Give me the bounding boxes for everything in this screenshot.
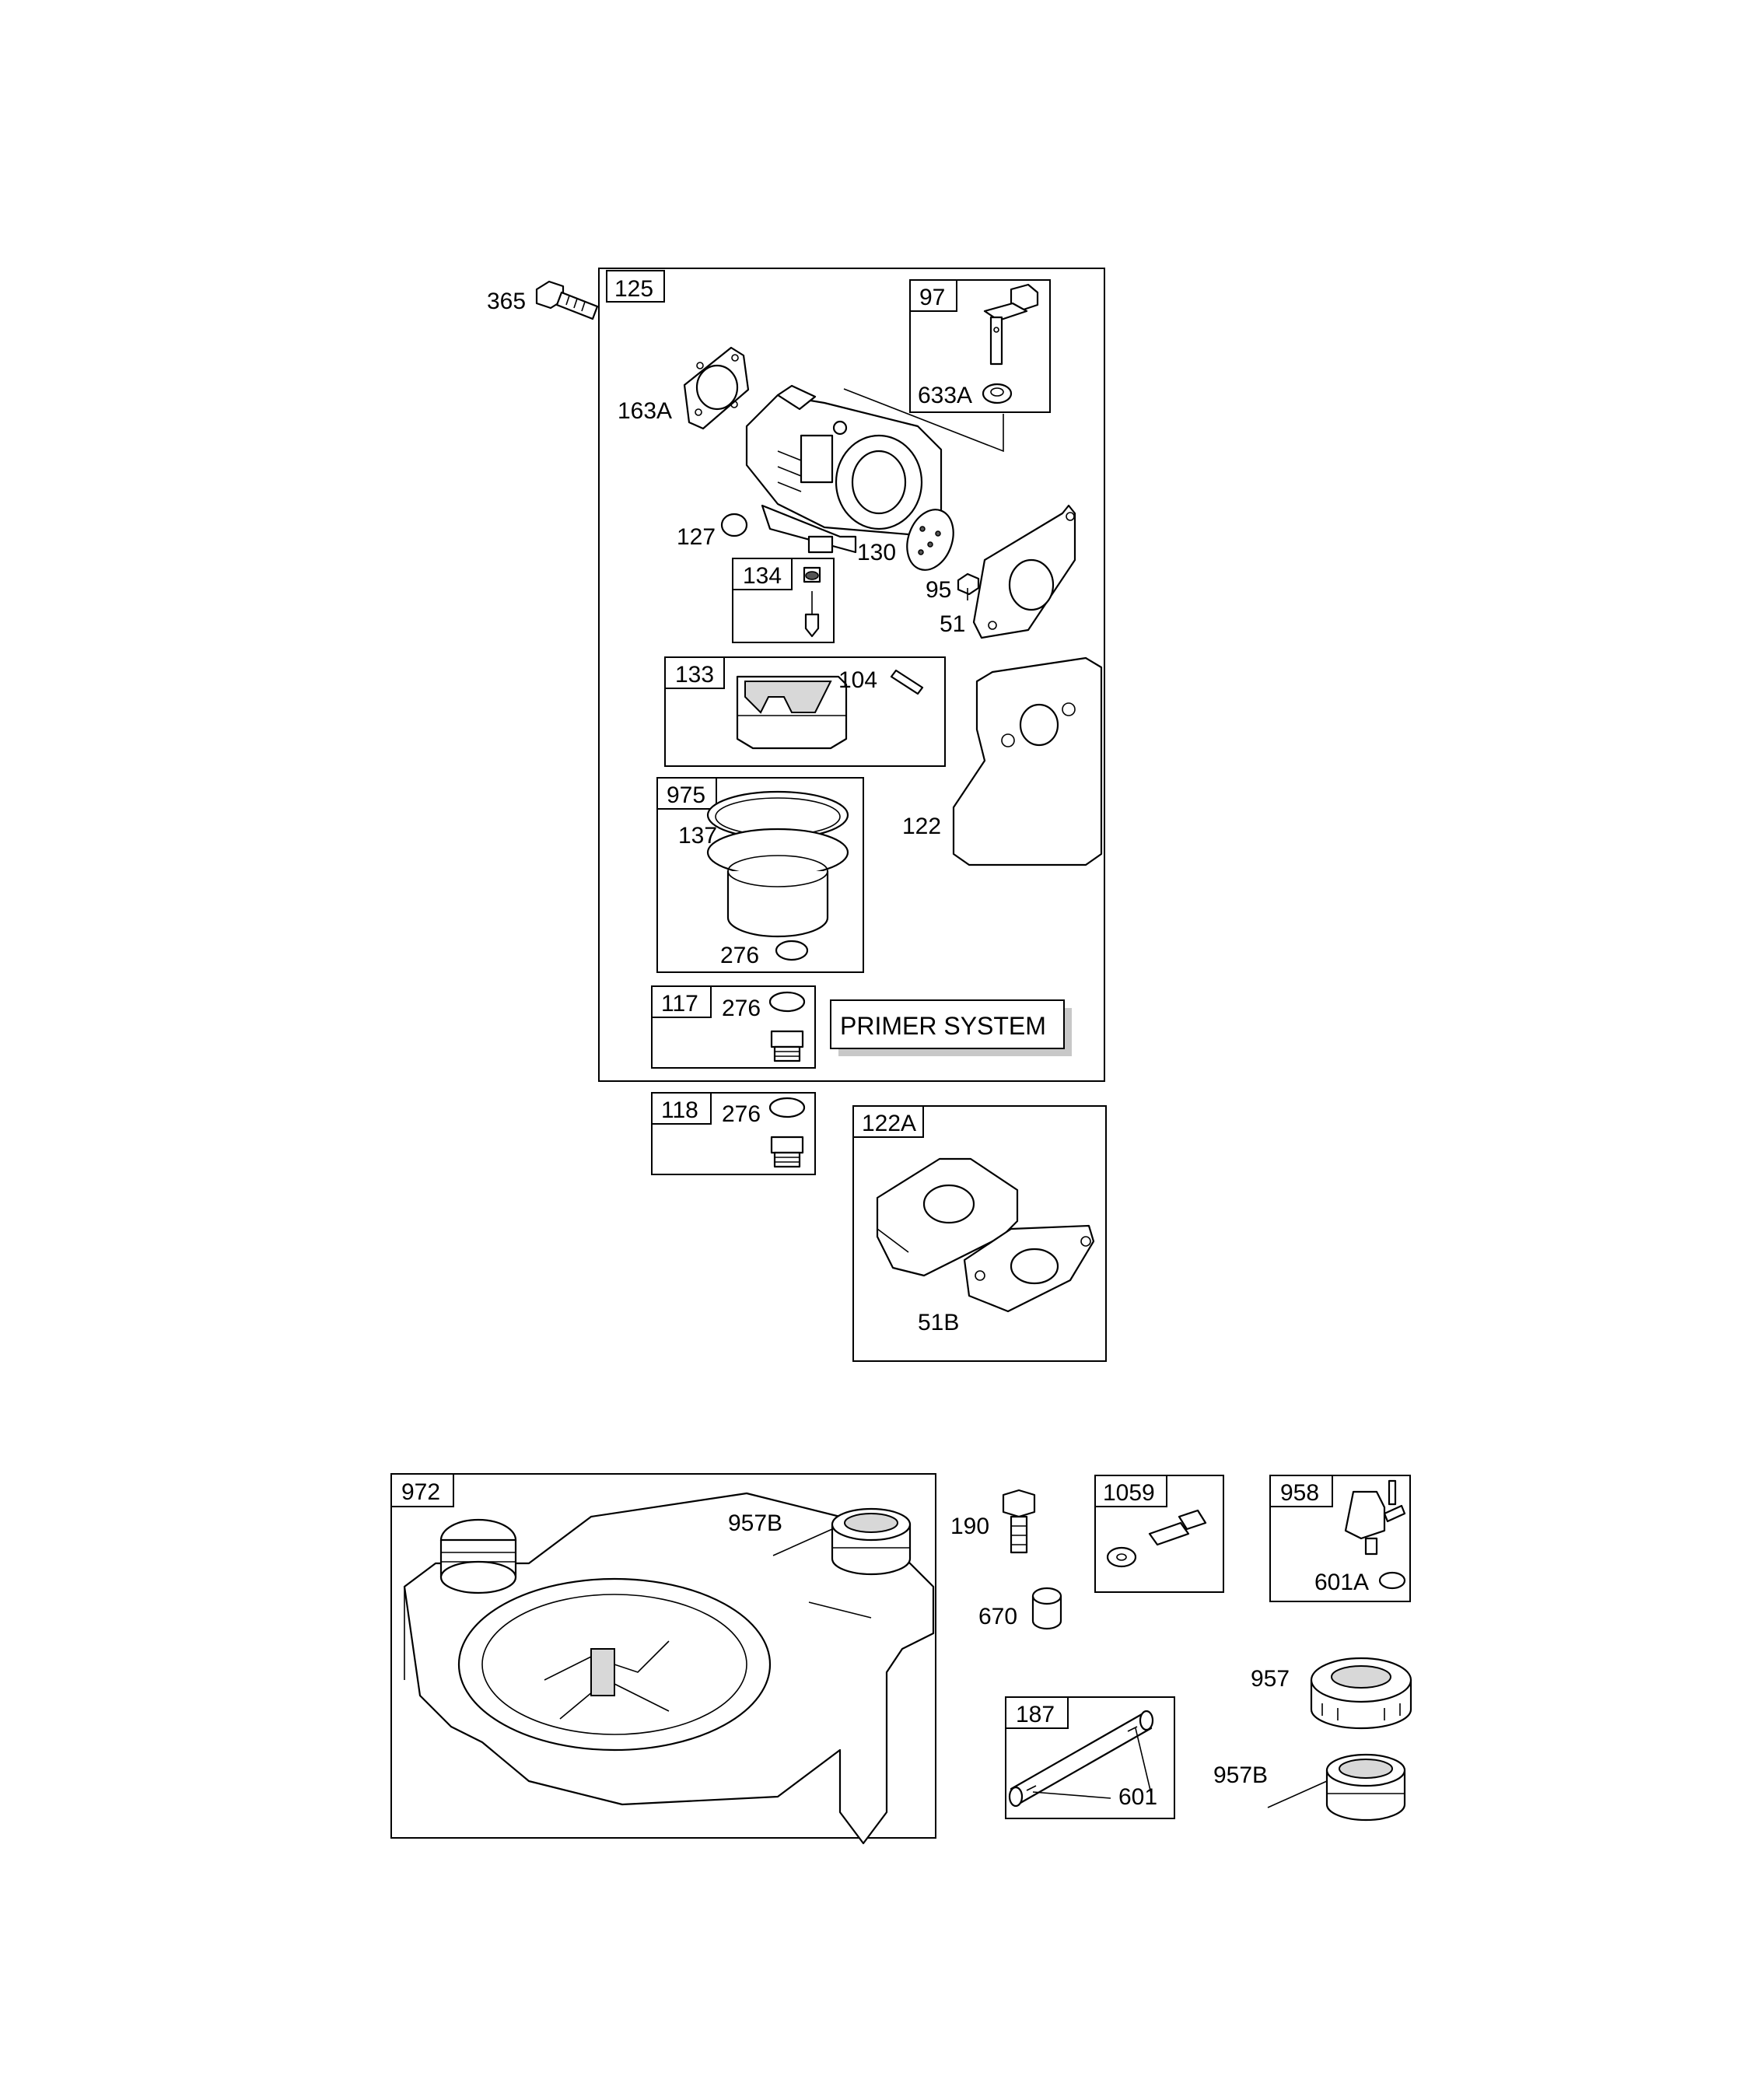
label-117: 117 [661,991,698,1017]
spacer-122-part [952,656,1103,866]
plug-127-part [720,513,748,537]
washer-276b-part [768,991,806,1013]
callout-box-972 [390,1473,454,1507]
callout-box-118 [651,1092,712,1125]
mounting-bolt-1059-part [1106,1509,1207,1568]
clamp-601A-part [1378,1571,1406,1590]
label-51B: 51B [918,1310,959,1335]
label-95: 95 [926,577,951,603]
bowl-nut-118-part [770,1136,804,1168]
bowl-975-part [706,790,849,938]
spacer-122A-part [876,1157,1019,1277]
subassembly-117-frame [651,985,816,1069]
welch-plug-130-part [906,509,954,571]
subassembly-958-frame [1269,1475,1411,1602]
float-133-part [736,675,848,750]
label-51: 51 [940,611,965,637]
carburetor-group: 365 125 97 633A 163A [487,268,1107,1362]
label-134: 134 [743,563,782,589]
label-958: 958 [1280,1480,1319,1506]
label-957B-bottom: 957B [1213,1762,1268,1788]
gasket-51-part [972,504,1076,639]
callout-box-133 [664,656,725,689]
leader-line-97 [843,388,1004,453]
label-127: 127 [677,524,716,550]
washer-276a-part [775,940,809,961]
choke-shaft-part [983,283,1039,366]
subassembly-122A-frame [852,1105,1107,1362]
label-118: 118 [661,1097,698,1123]
label-163A: 163A [618,398,672,424]
label-122: 122 [902,814,941,839]
spacer-670-part [1031,1587,1062,1630]
label-187: 187 [1016,1702,1055,1727]
label-365: 365 [487,289,526,314]
fuel-cap-957B-bottom-part [1267,1753,1406,1822]
label-97: 97 [919,285,945,310]
subassembly-133-frame [664,656,946,767]
gasket-163A-part [683,346,750,430]
seal-633A-part [982,383,1013,404]
label-122A: 122A [862,1111,916,1136]
bolt-365-part [535,280,599,320]
callout-box-975 [656,777,717,810]
fuel-cap-957B-top-part [772,1507,912,1576]
label-957B-top: 957B [728,1510,782,1536]
label-104: 104 [838,667,877,693]
subassembly-187-frame [1005,1696,1175,1819]
callout-box-958 [1269,1475,1333,1507]
callout-box-1059 [1094,1475,1167,1507]
callout-box-134 [732,558,793,590]
label-276b: 276 [722,996,761,1021]
callout-box-117 [651,985,712,1018]
fuel-shutoff-958-part [1344,1479,1406,1556]
fuel-cap-957-part [1310,1657,1412,1730]
primer-system-label: PRIMER SYSTEM [840,1012,1046,1040]
label-670: 670 [978,1604,1017,1629]
bowl-nut-117-part [770,1030,804,1062]
needle-valve-134-part [803,566,821,638]
washer-276c-part [768,1097,806,1118]
label-957: 957 [1251,1666,1290,1692]
subassembly-97-frame [909,279,1051,413]
gasket-51B-part [963,1224,1095,1313]
label-130: 130 [857,540,896,565]
fuel-line-187-part [1008,1710,1154,1808]
subassembly-972-frame [390,1473,936,1839]
label-601A: 601A [1314,1570,1369,1595]
label-1059: 1059 [1103,1480,1155,1506]
subassembly-118-frame [651,1092,816,1175]
label-601: 601 [1118,1784,1157,1810]
assembly-125-frame [598,268,1105,1082]
callout-box-187 [1005,1696,1069,1729]
screw-95-part [957,572,980,600]
label-975: 975 [667,782,705,808]
subassembly-975-frame [656,777,864,973]
pin-104-part [890,669,924,695]
callout-box-125 [606,270,665,303]
label-633A: 633A [918,383,972,408]
primer-system-box [830,999,1065,1049]
carburetor-body-part [745,384,943,554]
label-972: 972 [401,1479,440,1505]
label-276c: 276 [722,1101,761,1127]
label-125: 125 [614,276,653,302]
label-276a: 276 [720,943,759,968]
callout-box-97 [909,279,957,312]
bolt-190-part [1002,1489,1036,1554]
callout-box-122A [852,1105,924,1138]
label-137: 137 [678,823,717,849]
label-190: 190 [950,1514,989,1539]
fuel-tank-972-part [403,1492,935,1845]
fuel-tank-group: 972 957B 190 [390,1473,1412,1845]
label-133: 133 [675,662,714,688]
